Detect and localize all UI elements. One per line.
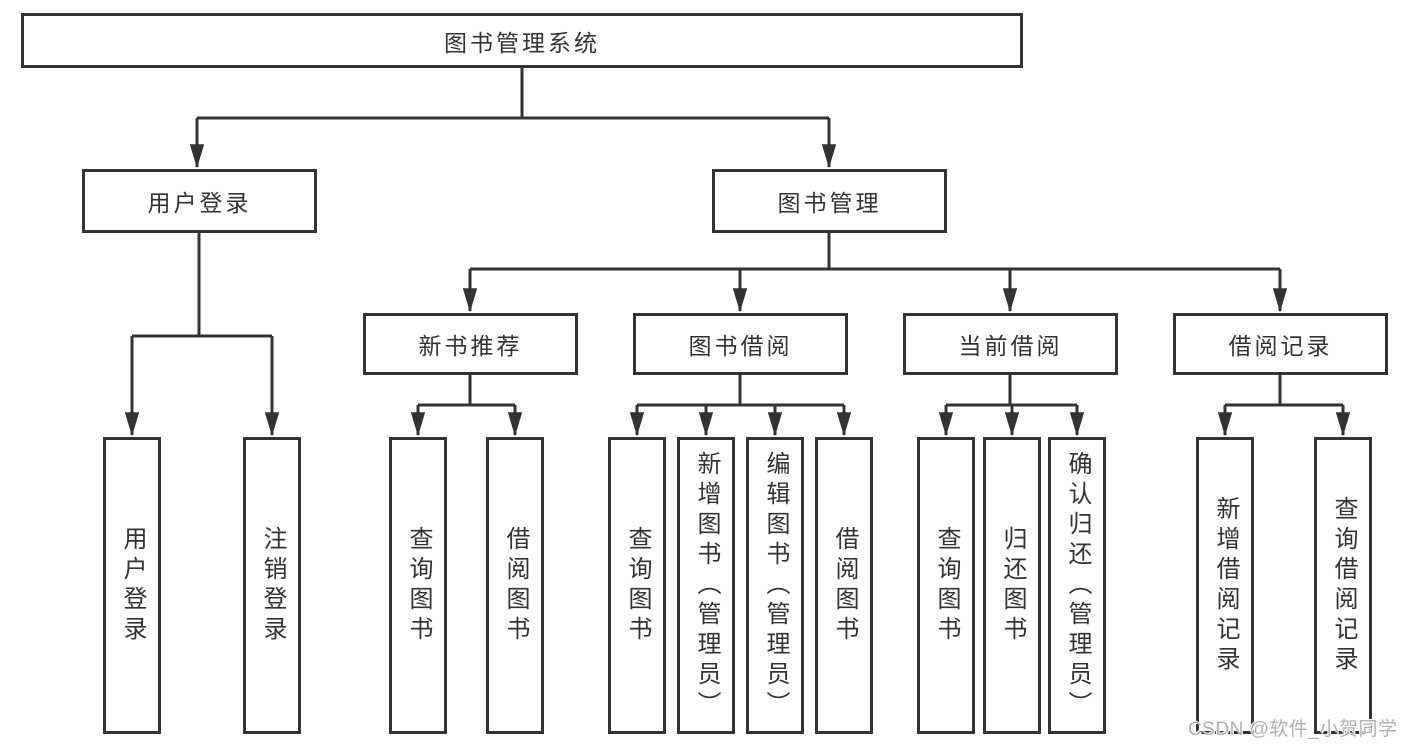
leaf-current-confirm-return-admin: 确认归还（管理员） (1048, 437, 1106, 734)
node-user-login: 用户登录 (82, 169, 317, 233)
leaf-user-login: 用户登录 (103, 437, 161, 734)
leaf-current-query-books: 查询图书 (917, 437, 975, 734)
leaf-logout: 注销登录 (243, 437, 301, 734)
node-book-borrow: 图书借阅 (633, 313, 848, 375)
leaf-borrow-borrow-books: 借阅图书 (815, 437, 873, 734)
leaf-records-add-record: 新增借阅记录 (1196, 437, 1254, 734)
leaf-borrow-query-books: 查询图书 (608, 437, 666, 734)
leaf-records-query-record: 查询借阅记录 (1314, 437, 1372, 734)
leaf-borrow-add-books-admin: 新增图书（管理员） (677, 437, 735, 734)
node-current-borrow: 当前借阅 (903, 313, 1118, 375)
leaf-newbook-query-books: 查询图书 (389, 437, 447, 734)
leaf-borrow-edit-books-admin: 编辑图书（管理员） (746, 437, 804, 734)
node-root: 图书管理系统 (21, 13, 1023, 68)
node-book-management: 图书管理 (712, 169, 947, 233)
csdn-watermark: CSDN @软件_小贺同学 (1188, 719, 1398, 740)
leaf-newbook-borrow-books: 借阅图书 (486, 437, 544, 734)
node-new-book-recommend: 新书推荐 (363, 313, 578, 375)
leaf-current-return-books: 归还图书 (983, 437, 1041, 734)
node-borrow-records: 借阅记录 (1173, 313, 1388, 375)
